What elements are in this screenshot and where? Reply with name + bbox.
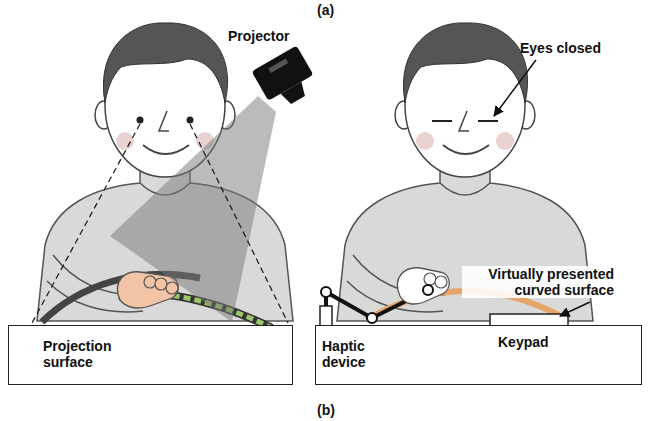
eye bbox=[137, 117, 144, 124]
part-label: Projection surface bbox=[43, 338, 133, 370]
part-label: Haptic device bbox=[322, 338, 392, 370]
joint bbox=[367, 313, 377, 323]
callout-label: Projector bbox=[228, 28, 289, 44]
table-surface: Projection surface bbox=[8, 325, 293, 385]
panel-letter: (a) bbox=[317, 2, 334, 18]
callout-label: Virtually presented curved surface bbox=[462, 266, 616, 298]
closed-eye bbox=[432, 120, 452, 122]
sight-line bbox=[32, 124, 140, 323]
leader-arrow bbox=[560, 302, 590, 316]
panel-letter: (b) bbox=[317, 402, 335, 418]
part-label: Keypad bbox=[498, 334, 578, 350]
projection-beam bbox=[110, 96, 276, 322]
table-surface: Haptic device Keypad bbox=[315, 325, 642, 385]
hand bbox=[397, 268, 449, 304]
leader-arrow bbox=[494, 60, 536, 116]
closed-eye bbox=[478, 120, 498, 122]
sight-line bbox=[190, 124, 288, 323]
joint bbox=[423, 285, 433, 295]
projector bbox=[251, 45, 320, 113]
callout-label: Eyes closed bbox=[520, 40, 601, 56]
joint bbox=[321, 287, 331, 297]
eye bbox=[187, 117, 194, 124]
